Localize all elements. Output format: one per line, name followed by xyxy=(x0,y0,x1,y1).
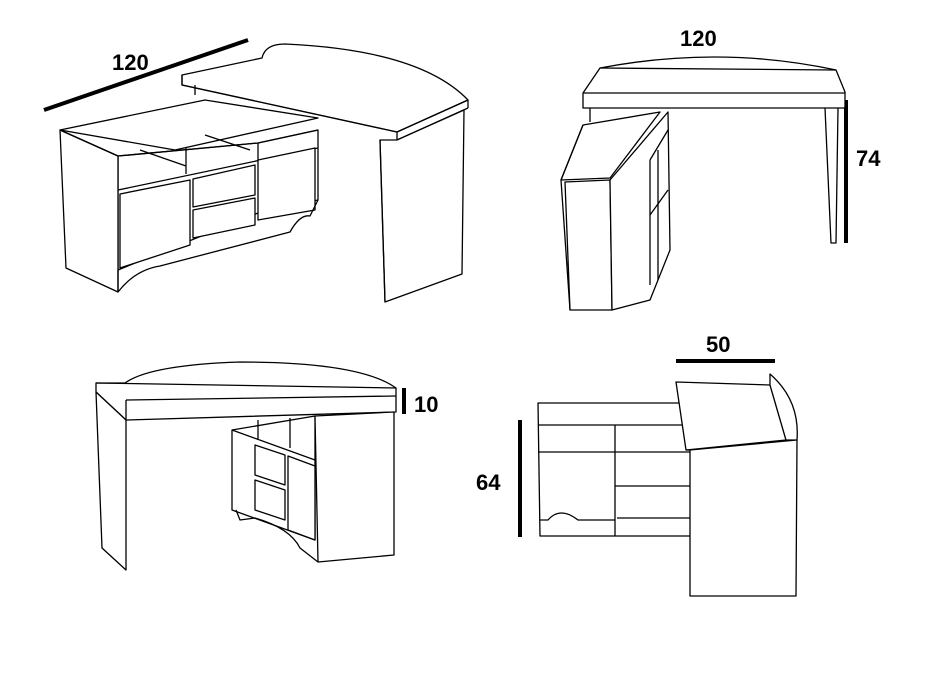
cabinet-front xyxy=(231,411,395,563)
dimension-label-50: 50 xyxy=(706,332,730,357)
cabinet-side-right xyxy=(537,402,693,537)
dimension-label-120-top-left: 120 xyxy=(112,50,149,75)
dimension-label-74: 74 xyxy=(856,146,881,171)
desk-leg-front xyxy=(95,391,127,571)
desk-side-right xyxy=(675,373,798,597)
cabinet-body xyxy=(59,99,319,293)
view-bottom-left: 10 xyxy=(95,361,438,571)
dimension-label-64: 64 xyxy=(476,470,501,495)
desk-top-front xyxy=(95,361,397,421)
view-top-left: 120 xyxy=(43,38,469,303)
cabinet-side xyxy=(560,111,671,311)
dimension-line-120-top-left xyxy=(43,38,249,112)
dimension-label-10: 10 xyxy=(414,392,438,417)
desk-top-side xyxy=(582,56,846,109)
view-bottom-right: 50 64 xyxy=(476,332,798,597)
desk-leg xyxy=(379,109,465,303)
dimension-label-120-top-right: 120 xyxy=(680,26,717,51)
view-top-right: 120 74 xyxy=(560,26,881,311)
